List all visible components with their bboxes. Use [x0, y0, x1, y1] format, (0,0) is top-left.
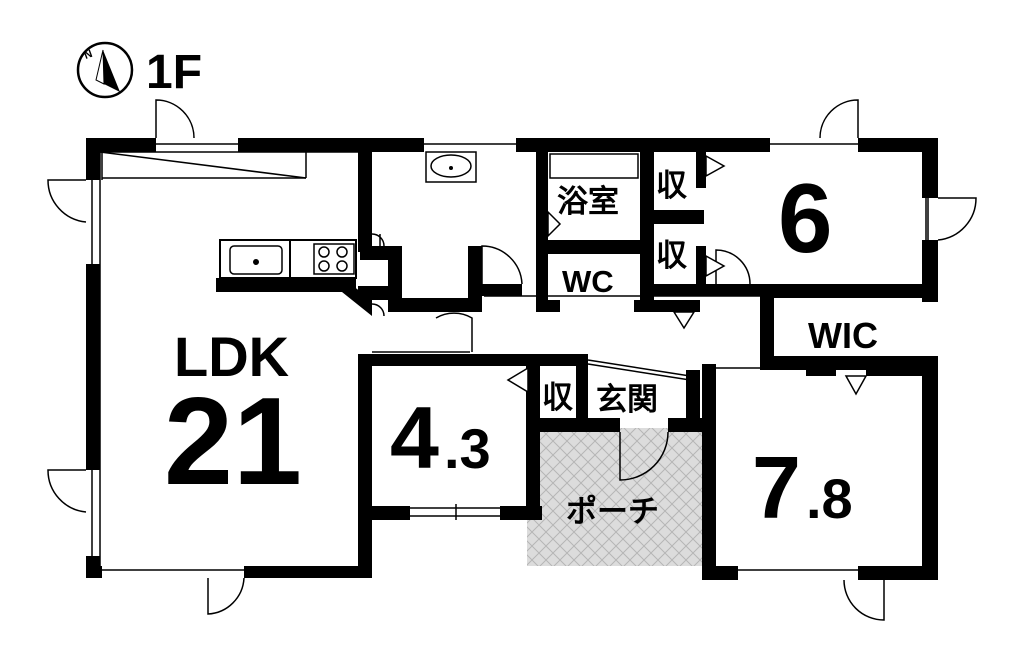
storage-c-name: 収 — [542, 380, 573, 416]
bedroom6-size: 6 — [778, 163, 833, 273]
storage-a-name: 収 — [656, 168, 687, 204]
ldk-name: LDK — [174, 325, 289, 388]
washbasin-icon — [425, 151, 477, 183]
storage-door-marks — [506, 154, 868, 396]
compass-north-label: N — [83, 48, 95, 62]
thin-lines — [91, 143, 929, 571]
ldk-size: 21 — [164, 373, 302, 511]
floor-label: 1F — [146, 46, 202, 99]
room43-size-main: 4 — [390, 388, 439, 487]
porch-name: ポーチ — [566, 494, 659, 530]
room43-size-dec: .3 — [444, 417, 491, 480]
wc-name: WC — [562, 264, 614, 299]
entrance-name: 玄関 — [596, 382, 658, 418]
compass-icon: N — [76, 41, 134, 99]
room78-size-main: 7 — [752, 438, 801, 537]
wic-name: WIC — [808, 315, 878, 356]
kitchen-sink-icon — [219, 239, 291, 279]
gas-stove-icon — [289, 239, 357, 279]
bathtub-icon — [549, 153, 639, 179]
door-swings — [47, 99, 977, 621]
room78-size-dec: .8 — [806, 467, 853, 530]
bath-name: 浴室 — [557, 184, 619, 220]
storage-b-name: 収 — [656, 238, 687, 274]
walls — [86, 138, 938, 580]
porch-area — [527, 428, 703, 566]
